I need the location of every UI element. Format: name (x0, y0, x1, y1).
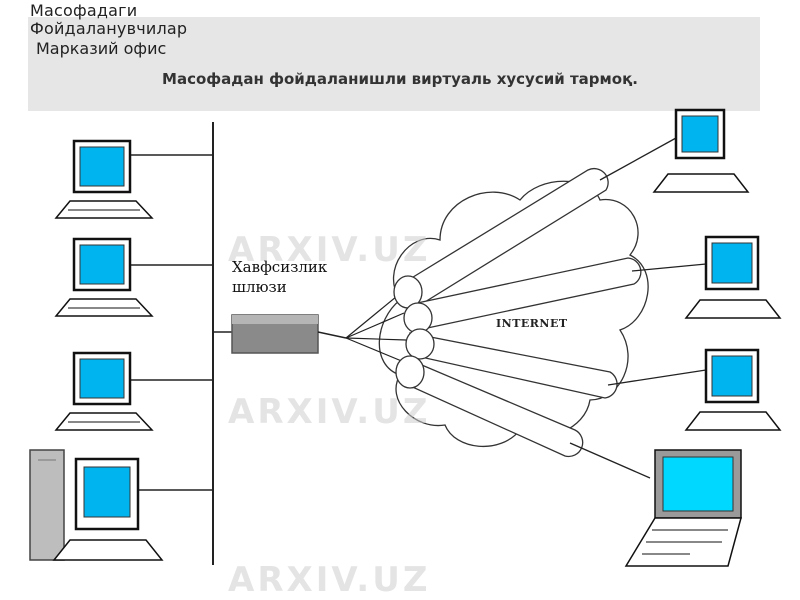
tunnel-pipes (393, 167, 642, 458)
remote-computer-3 (684, 348, 782, 431)
title-banner (28, 17, 760, 111)
central-office-label: Марказий офис (36, 39, 167, 58)
security-gateway (231, 314, 347, 354)
office-computer-2 (54, 237, 154, 317)
watermark-3: ARXIV.UZ (228, 560, 431, 600)
office-server (29, 449, 65, 561)
office-computer-3 (54, 351, 154, 431)
internet-label: INTERNET (496, 317, 568, 330)
security-gateway-label: Хавфсизлик шлюзи (232, 258, 328, 296)
watermark-1: ARXIV.UZ (228, 230, 431, 270)
remote-computer-2 (684, 235, 782, 319)
office-computer-1 (54, 139, 154, 219)
remote-links (569, 137, 707, 479)
vpn-tunnels (345, 291, 407, 363)
watermark-2: ARXIV.UZ (228, 392, 431, 432)
remote-users-label: Масофадаги Фойдаланувчилар (30, 1, 188, 38)
office-computer-4 (52, 457, 164, 561)
remote-laptop (624, 449, 742, 567)
vpn-title: Масофадан фойдаланишли виртуаль хусусий … (162, 70, 638, 88)
remote-computer-1 (652, 108, 750, 193)
